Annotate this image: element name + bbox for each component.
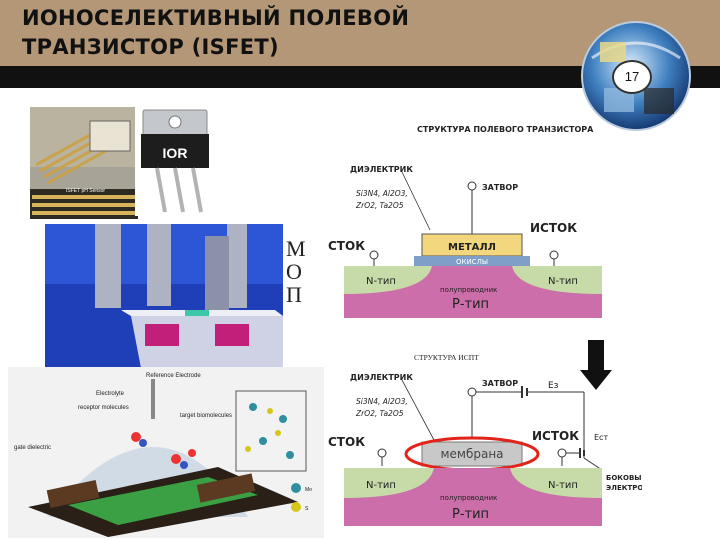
mop-letter-o: О [286, 259, 302, 284]
top-materials-2: ZrO2, Ta2O5 [355, 201, 404, 210]
top-diagram-title: СТРУКТУРА ПОЛЕВОГО ТРАНЗИСТОРА [417, 125, 594, 134]
isfet-chip-photo: ISFET pH Sensor [30, 107, 138, 219]
side-electrodes-2: ЭЛЕКТРОДЫ [606, 484, 642, 492]
slide-title: ИОНОСЕЛЕКТИВНЫЙ ПОЛЕВОЙ ТРАНЗИСТОР (ISFE… [22, 6, 410, 59]
mop-letter-p: П [286, 282, 302, 307]
bottom-diagram-title: СТРУКТУРА ИСПТ [414, 353, 479, 362]
top-oxides-label: ОКИСЛЫ [456, 258, 488, 266]
transistor-package-photo: IOR [135, 104, 219, 216]
electrolyte-biosensor-illustration: Mo S Electrolyte Reference Electrode rec… [8, 367, 324, 538]
bottom-gate-label: ЗАТВОР [482, 379, 518, 388]
top-semiconductor: полупроводник [440, 286, 497, 294]
top-n-left: N-тип [366, 276, 396, 287]
top-metal-label: МЕТАЛЛ [448, 242, 496, 253]
bottom-p-type: Р-тип [452, 507, 489, 522]
mop-label: М О П [286, 238, 306, 307]
mop-letter-m: М [286, 236, 306, 261]
bottom-n-right: N-тип [548, 480, 578, 491]
top-dielectric-label: ДИЭЛЕКТРИК [350, 165, 413, 174]
side-electrodes-1: БОКОВЫЕ [606, 474, 642, 482]
label-gate-dielectric: gate dielectric [14, 445, 51, 451]
header-rule [0, 66, 720, 88]
bottom-source-voltage: Eст [594, 433, 608, 442]
fet-structure-diagrams: СТРУКТУРА ПОЛЕВОГО ТРАНЗИСТОРА ДИЭЛЕКТРИ… [328, 125, 642, 526]
legend-s: S [305, 506, 309, 512]
down-arrow-icon [580, 340, 612, 390]
chip-label: ISFET pH Sensor [66, 188, 105, 194]
membrane-label: мембрана [440, 447, 503, 461]
label-receptor: receptor molecules [78, 405, 129, 411]
bottom-source-label: ИСТОК [532, 429, 579, 443]
top-gate-label: ЗАТВОР [482, 183, 518, 192]
label-reference-electrode: Reference Electrode [146, 373, 201, 379]
bottom-materials-1: Si3N4, Al2O3, [356, 397, 408, 406]
bottom-n-left: N-тип [366, 480, 396, 491]
label-target: target biomolecules [180, 413, 232, 419]
mosfet-3d-render [45, 224, 283, 368]
bottom-materials-2: ZrO2, Ta2O5 [355, 409, 404, 418]
top-p-type: Р-тип [452, 297, 489, 312]
bottom-semiconductor: полупроводник [440, 494, 497, 502]
package-logo-text: IOR [163, 145, 188, 161]
bottom-dielectric-label: ДИЭЛЕКТРИК [350, 373, 413, 382]
header-band: ИОНОСЕЛЕКТИВНЫЙ ПОЛЕВОЙ ТРАНЗИСТОР (ISFE… [0, 0, 720, 66]
top-source-label: ИСТОК [530, 221, 577, 235]
top-materials-1: Si3N4, Al2O3, [356, 189, 408, 198]
label-electrolyte: Electrolyte [96, 391, 125, 397]
legend-mo: Mo [305, 487, 312, 493]
bottom-gate-voltage: Eз [548, 381, 559, 391]
bottom-drain-label: СТОК [328, 435, 365, 449]
slide-number-badge: 17 [612, 60, 652, 94]
top-n-right: N-тип [548, 276, 578, 287]
top-drain-label: СТОК [328, 239, 365, 253]
